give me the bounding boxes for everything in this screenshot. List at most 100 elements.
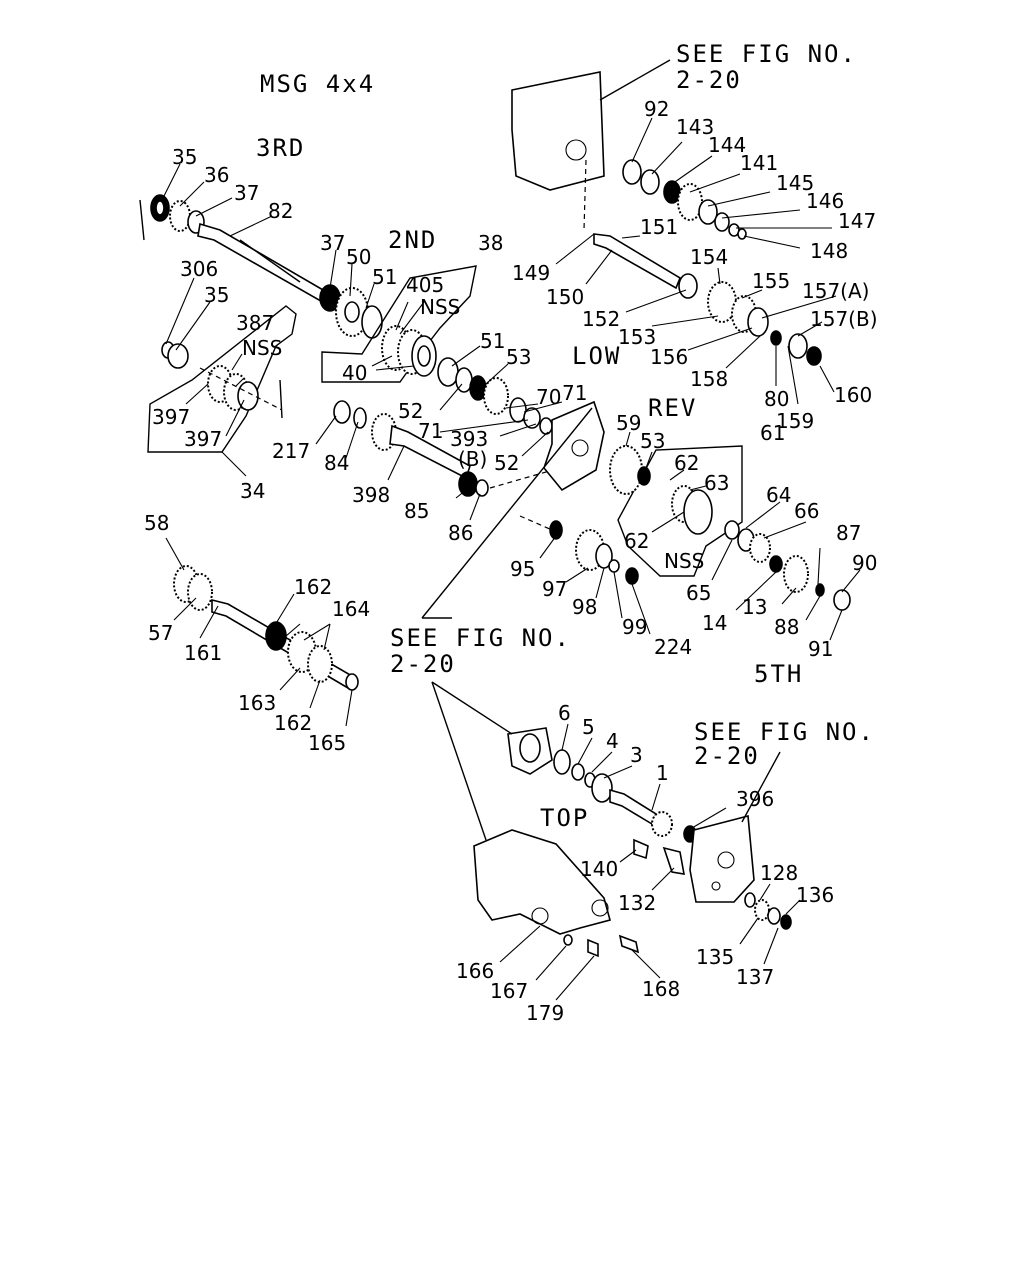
part-number: 87 <box>836 521 861 545</box>
part-number: 99 <box>622 615 647 639</box>
part-number: 161 <box>184 641 222 665</box>
part-number: 86 <box>448 521 473 545</box>
part-number: 64 <box>766 483 791 507</box>
see-fig-ref-3-line2: 2-20 <box>694 742 760 770</box>
part-number: 51 <box>480 329 505 353</box>
part-number: 158 <box>690 367 728 391</box>
part-number: 166 <box>456 959 494 983</box>
part-number: 35 <box>204 283 229 307</box>
part-number: 52 <box>494 451 519 475</box>
part-number: 34 <box>240 479 265 503</box>
label-2nd: 2ND <box>388 226 437 254</box>
part-number: 84 <box>324 451 349 475</box>
nss-label-2: NSS <box>420 295 460 319</box>
part-number: 160 <box>834 383 872 407</box>
part-number: 35 <box>172 145 197 169</box>
part-number: 398 <box>352 483 390 507</box>
label-top: TOP <box>540 804 589 832</box>
part-number: 98 <box>572 595 597 619</box>
part-number: 157(A) <box>802 279 869 303</box>
part-number: 179 <box>526 1001 564 1025</box>
part-number: 152 <box>582 307 620 331</box>
part-number: 97 <box>542 577 567 601</box>
part-number: 4 <box>606 729 619 753</box>
part-number: 155 <box>752 269 790 293</box>
part-number: 153 <box>618 325 656 349</box>
part-number: 148 <box>810 239 848 263</box>
part-number: 136 <box>796 883 834 907</box>
part-number: 53 <box>640 429 665 453</box>
part-number: 61 <box>760 421 785 445</box>
part-number: 36 <box>204 163 229 187</box>
second-gear-group <box>321 265 477 383</box>
intermediate-plate <box>519 400 605 531</box>
part-number: 50 <box>346 245 371 269</box>
see-fig-ref-2-line1: SEE FIG NO. <box>390 624 571 652</box>
countershaft-group <box>333 357 561 497</box>
part-number: 95 <box>510 557 535 581</box>
part-number: 157(B) <box>810 307 878 331</box>
part-number: 151 <box>640 215 678 239</box>
part-number: 85 <box>404 499 429 523</box>
see-fig-ref-1-line2: 2-20 <box>676 66 742 94</box>
part-number: 140 <box>580 857 618 881</box>
reverse-gear-group <box>609 445 771 577</box>
part-number: 90 <box>852 551 877 575</box>
see-fig-ref-2-line2: 2-20 <box>390 650 456 678</box>
part-number: 70 <box>536 385 561 409</box>
see-fig-ref-3-line1: SEE FIG NO. <box>694 718 875 746</box>
part-number: 5 <box>582 715 595 739</box>
input-shaft-group <box>507 727 697 875</box>
label-low: LOW <box>572 342 621 370</box>
part-number: 63 <box>704 471 729 495</box>
part-number: 146 <box>806 189 844 213</box>
part-number: 65 <box>686 581 711 605</box>
part-number: 156 <box>650 345 688 369</box>
part-number-callouts: 35 36 37 82 37 50 51 306 35 387 397 397 … <box>144 97 878 1025</box>
diagram-title: MSG 4x4 <box>260 70 375 98</box>
part-number: 141 <box>740 151 778 175</box>
part-number: 52 <box>398 399 423 423</box>
part-number: 66 <box>794 499 819 523</box>
part-number: 37 <box>320 231 345 255</box>
part-number: 71 <box>562 381 587 405</box>
part-number: 14 <box>702 611 727 635</box>
part-number: 387 <box>236 311 274 335</box>
part-number: 162 <box>274 711 312 735</box>
part-number: 128 <box>760 861 798 885</box>
part-number: 57 <box>148 621 173 645</box>
part-number: 37 <box>234 181 259 205</box>
part-number: 137 <box>736 965 774 989</box>
part-number: 224 <box>654 635 692 659</box>
part-number: 51 <box>372 265 397 289</box>
part-number: 405 <box>406 273 444 297</box>
part-number: 165 <box>308 731 346 755</box>
part-number: 163 <box>238 691 276 715</box>
part-number: 162 <box>294 575 332 599</box>
nss-label-3: NSS <box>664 549 704 573</box>
part-number: 159 <box>776 409 814 433</box>
part-number: 53 <box>506 345 531 369</box>
transmission-case <box>473 829 640 958</box>
mainshaft-group <box>139 194 383 339</box>
part-number: 59 <box>616 411 641 435</box>
part-number: 1 <box>656 761 669 785</box>
part-number: 217 <box>272 439 310 463</box>
part-number: 164 <box>332 597 370 621</box>
part-number: 306 <box>180 257 218 281</box>
part-number: 71 <box>418 419 443 443</box>
upper-right-group <box>511 71 822 366</box>
nss-label-1: NSS <box>242 336 282 360</box>
part-number: 147 <box>838 209 876 233</box>
part-number: 58 <box>144 511 169 535</box>
part-number: 150 <box>546 285 584 309</box>
part-number: 145 <box>776 171 814 195</box>
part-number: 88 <box>774 615 799 639</box>
part-number: 6 <box>558 701 571 725</box>
rear-cover <box>689 814 792 930</box>
part-number: 82 <box>268 199 293 223</box>
part-number: 396 <box>736 787 774 811</box>
part-number: 143 <box>676 115 714 139</box>
leader-lines <box>161 59 861 1001</box>
